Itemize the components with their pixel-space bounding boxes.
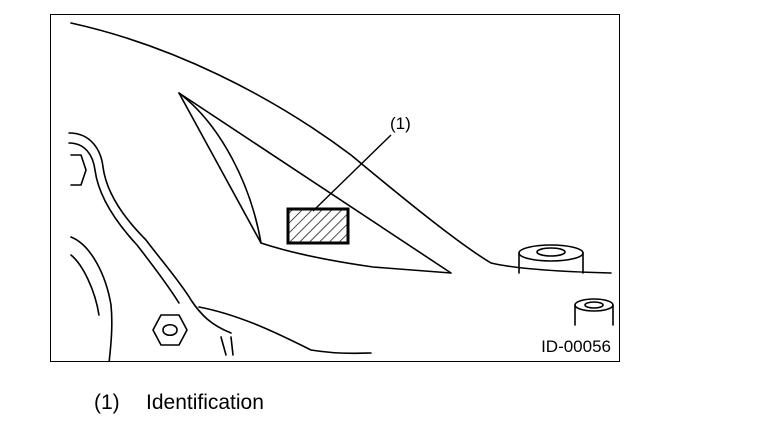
- boss-lower-body: [574, 304, 614, 326]
- figure-frame: (1) ID-00056: [50, 14, 620, 362]
- hex-bolt-upper: [70, 154, 87, 186]
- callout-label: (1): [390, 114, 411, 133]
- engine-diagram: [68, 22, 614, 361]
- lower-curve-left-2: [70, 254, 100, 316]
- boss-right-body: [518, 252, 584, 274]
- lower-sweep: [198, 306, 372, 355]
- boss-right-top: [518, 244, 584, 262]
- panel-inner-curve: [178, 92, 262, 244]
- left-flange-inner: [68, 142, 180, 304]
- legend-key: (1): [94, 391, 120, 414]
- lower-curve-left: [70, 236, 113, 361]
- identification-plate: [286, 207, 350, 245]
- hex-bolt-lower: [152, 314, 188, 346]
- legend: (1) Identification: [94, 392, 264, 413]
- boss-right-hole: [536, 247, 566, 257]
- legend-label: Identification: [146, 391, 264, 414]
- housing-outline: [70, 22, 612, 274]
- left-flange: [68, 132, 232, 334]
- boss-lower-hole: [584, 301, 604, 309]
- boss-lower-top: [574, 298, 614, 312]
- hex-bolt-lower-inner: [162, 323, 178, 337]
- triangle-panel: [178, 92, 452, 274]
- figure-id: ID-00056: [541, 337, 611, 356]
- callout-leader: [312, 134, 392, 212]
- lower-bracket: [220, 336, 234, 356]
